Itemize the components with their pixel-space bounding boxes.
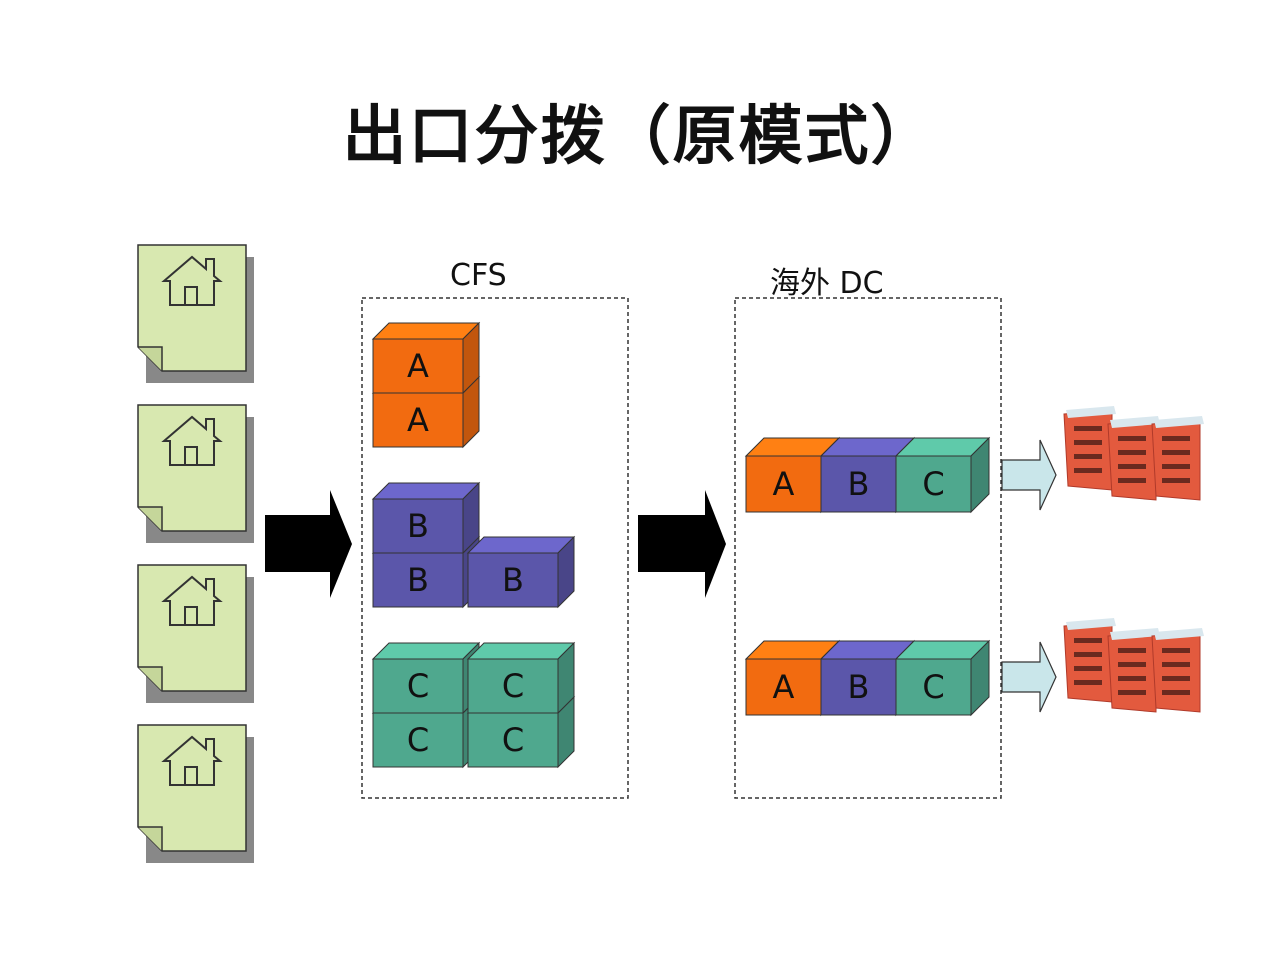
block-label: A xyxy=(407,401,429,439)
dc-frame xyxy=(734,297,1002,799)
page-title: 出口分拨（原模式） xyxy=(342,99,937,174)
block-label: B xyxy=(407,507,429,545)
block-label: C xyxy=(502,667,524,705)
document-icon xyxy=(137,724,255,864)
warehouse-building-icon xyxy=(1063,405,1205,501)
cargo-block-b: B xyxy=(371,481,481,555)
cargo-block-c: C xyxy=(371,641,481,715)
block-label: A xyxy=(773,668,795,706)
arrow-right-icon xyxy=(638,490,726,598)
container-segment: C xyxy=(894,436,991,514)
block-label: B xyxy=(502,561,524,599)
document-icon xyxy=(137,564,255,704)
cfs-label: CFS xyxy=(450,258,507,293)
block-label: C xyxy=(922,465,944,503)
cargo-block-b: B xyxy=(466,535,576,609)
block-label: C xyxy=(502,721,524,759)
cfs-frame xyxy=(361,297,629,799)
arrow-right-icon xyxy=(1001,641,1057,713)
document-icon xyxy=(137,404,255,544)
block-label: B xyxy=(848,668,870,706)
cargo-block-a: A xyxy=(371,321,481,395)
block-label: C xyxy=(922,668,944,706)
container-segment: C xyxy=(894,639,991,717)
arrow-right-icon xyxy=(1001,439,1057,511)
warehouse-building-icon xyxy=(1063,617,1205,713)
arrow-right-icon xyxy=(265,490,352,598)
block-label: B xyxy=(407,561,429,599)
block-label: B xyxy=(848,465,870,503)
block-label: A xyxy=(407,347,429,385)
document-icon xyxy=(137,244,255,384)
dc-label: 海外 DC xyxy=(770,266,884,301)
block-label: C xyxy=(407,721,429,759)
cargo-block-c: C xyxy=(466,641,576,715)
cargo-block-c: C xyxy=(371,695,481,769)
block-label: C xyxy=(407,667,429,705)
block-label: A xyxy=(773,465,795,503)
